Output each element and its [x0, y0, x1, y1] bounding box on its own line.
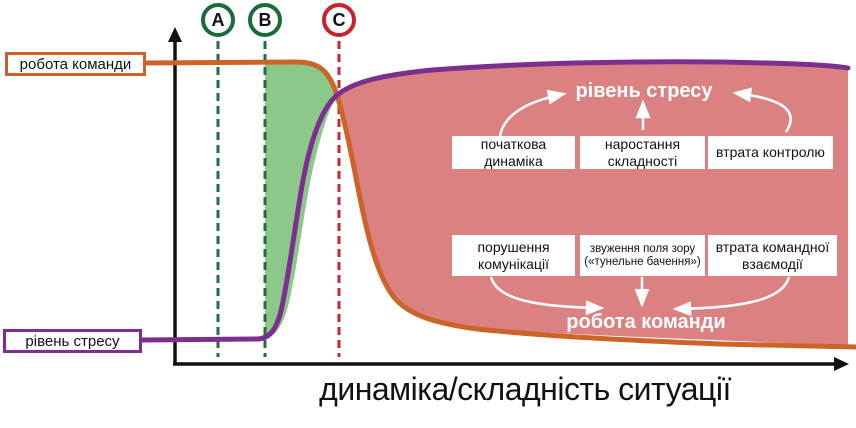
pink-zone-fill — [338, 61, 848, 346]
box-growing-complexity: наростання складності — [580, 136, 705, 169]
box-communication-breakdown: порушення комунікації — [452, 235, 575, 276]
x-axis-arrow — [834, 357, 849, 371]
stress-cycle-title: рівень стресу — [575, 80, 713, 102]
arrow-loss-of-control-to-stress — [732, 87, 792, 133]
marker-b: B — [248, 3, 282, 37]
box-loss-of-team-interaction: втрата командної взаємодії — [708, 235, 837, 276]
box-tunnel-vision: звуження поля зору («тунельне бачення») — [580, 235, 705, 276]
x-axis-title: динаміка/складність ситуації — [319, 371, 731, 407]
arrow-initial-dynamics-to-stress — [498, 89, 567, 137]
stress-curve — [138, 59, 851, 343]
y-axis-arrow — [168, 27, 182, 42]
teamwork-cycle-title: робота команди — [566, 311, 726, 333]
arrow-team-interaction-to-teamwork — [672, 276, 791, 317]
arrow-communication-to-teamwork — [489, 276, 605, 316]
marker-c: C — [322, 3, 356, 37]
box-loss-of-control: втрата контролю — [708, 136, 833, 169]
teamwork-curve-label: робота команди — [5, 52, 146, 76]
marker-a: A — [201, 3, 235, 37]
teamwork-curve — [143, 59, 856, 350]
box-initial-dynamics: початкова динаміка — [452, 136, 575, 169]
stress-curve-label: рівень стресу — [3, 329, 142, 353]
